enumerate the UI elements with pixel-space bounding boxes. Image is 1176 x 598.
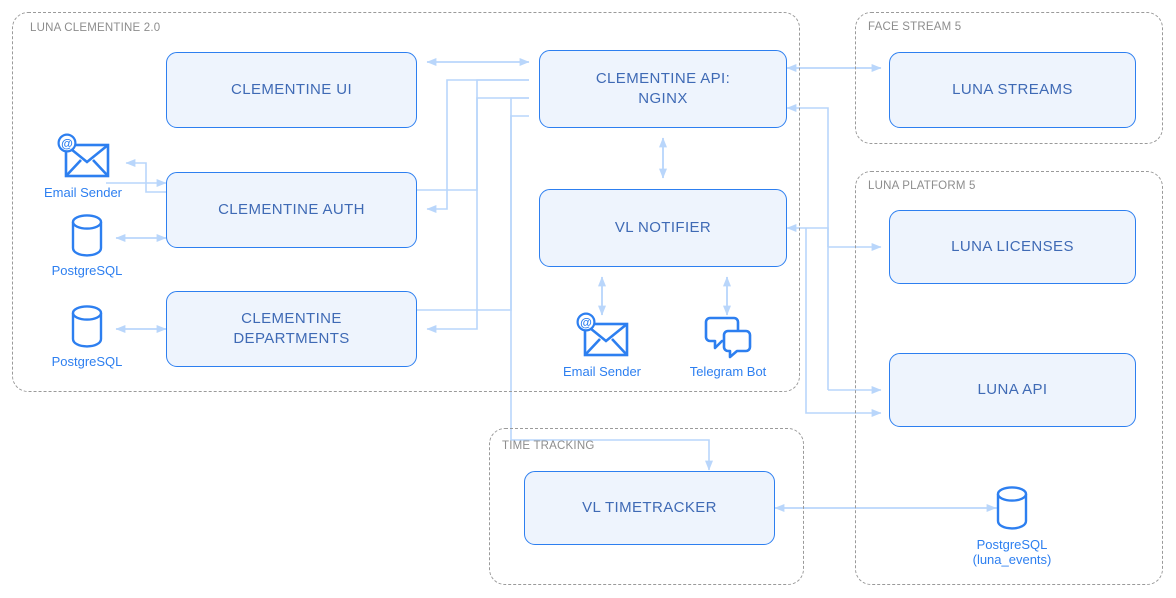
node-clementine-ui-label: CLEMENTINE UI bbox=[230, 80, 353, 98]
external-email-sender-notifier[interactable]: @ Email Sender bbox=[556, 312, 648, 380]
group-label-luna-platform: LUNA PLATFORM 5 bbox=[868, 180, 976, 192]
email-envelope-icon: @ bbox=[53, 133, 113, 185]
group-label-face-stream: FACE STREAM 5 bbox=[868, 21, 962, 33]
node-luna-api-label: LUNA API bbox=[977, 380, 1048, 398]
node-luna-licenses-label: LUNA LICENSES bbox=[951, 237, 1074, 255]
group-luna-clementine bbox=[12, 12, 800, 392]
external-email-sender-notifier-label: Email Sender bbox=[562, 364, 642, 379]
group-label-luna-clementine: LUNA CLEMENTINE 2.0 bbox=[30, 22, 161, 34]
group-luna-platform bbox=[855, 171, 1163, 585]
svg-text:@: @ bbox=[61, 137, 73, 151]
external-telegram-bot-label: Telegram Bot bbox=[689, 364, 767, 379]
database-cylinder-icon bbox=[65, 303, 109, 354]
database-cylinder-icon bbox=[984, 484, 1040, 537]
node-vl-timetracker[interactable]: VL TIMETRACKER bbox=[524, 471, 775, 545]
node-vl-timetracker-label: VL TIMETRACKER bbox=[582, 498, 717, 516]
external-postgresql-departments-label: PostgreSQL bbox=[51, 354, 123, 369]
external-postgresql-luna-events-label: PostgreSQL (luna_events) bbox=[972, 537, 1052, 567]
node-vl-notifier[interactable]: VL NOTIFIER bbox=[539, 189, 787, 267]
node-clementine-departments-label: CLEMENTINE DEPARTMENTS bbox=[233, 309, 350, 347]
svg-text:@: @ bbox=[580, 316, 592, 330]
external-email-sender-auth[interactable]: @ Email Sender bbox=[38, 133, 128, 201]
node-luna-api[interactable]: LUNA API bbox=[889, 353, 1136, 427]
node-clementine-api[interactable]: CLEMENTINE API: NGINX bbox=[539, 50, 787, 128]
external-postgresql-luna-events[interactable]: PostgreSQL (luna_events) bbox=[952, 484, 1072, 568]
node-luna-streams[interactable]: LUNA STREAMS bbox=[889, 52, 1136, 128]
node-clementine-api-label: CLEMENTINE API: NGINX bbox=[595, 69, 731, 107]
external-telegram-bot[interactable]: Telegram Bot bbox=[681, 312, 775, 380]
chat-bubbles-icon bbox=[697, 312, 759, 364]
node-luna-streams-label: LUNA STREAMS bbox=[952, 80, 1073, 98]
node-clementine-auth[interactable]: CLEMENTINE AUTH bbox=[166, 172, 417, 248]
external-postgresql-auth[interactable]: PostgreSQL bbox=[47, 212, 127, 279]
node-clementine-departments[interactable]: CLEMENTINE DEPARTMENTS bbox=[166, 291, 417, 367]
external-postgresql-departments[interactable]: PostgreSQL bbox=[47, 303, 127, 370]
node-luna-licenses[interactable]: LUNA LICENSES bbox=[889, 210, 1136, 284]
database-cylinder-icon bbox=[65, 212, 109, 263]
group-face-stream bbox=[855, 12, 1163, 144]
node-clementine-ui[interactable]: CLEMENTINE UI bbox=[166, 52, 417, 128]
email-envelope-icon: @ bbox=[572, 312, 632, 364]
external-postgresql-auth-label: PostgreSQL bbox=[51, 263, 123, 278]
node-vl-notifier-label: VL NOTIFIER bbox=[614, 218, 712, 236]
group-time-tracking bbox=[489, 428, 804, 585]
external-email-sender-auth-label: Email Sender bbox=[43, 185, 123, 200]
node-clementine-auth-label: CLEMENTINE AUTH bbox=[218, 200, 365, 218]
group-label-time-tracking: TIME TRACKING bbox=[502, 440, 595, 452]
